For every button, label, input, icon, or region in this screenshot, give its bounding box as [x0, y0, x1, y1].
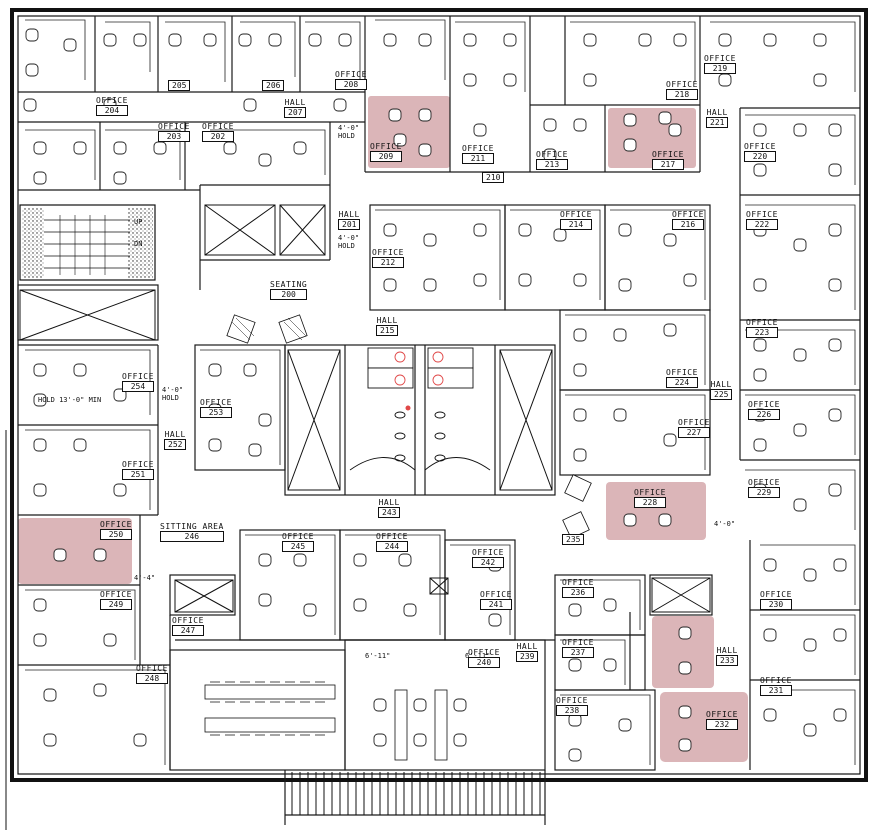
room-label-206: 206: [262, 80, 285, 91]
stair-bottom: [291, 772, 541, 815]
room-label-205: 205: [168, 80, 191, 91]
hold-note-b: 4'-0"HOLD: [338, 234, 360, 250]
conference-tables: [204, 681, 448, 761]
desk-outlines: [25, 19, 856, 765]
highlight-office-233: [652, 616, 714, 688]
room-label-210: 210: [482, 172, 505, 183]
highlight-overlays: [18, 96, 748, 762]
restroom-fixtures: [349, 347, 491, 471]
outer-walls: [5, 8, 868, 830]
elevator-shafts: [19, 204, 711, 613]
hold-note-d: 4'-0": [714, 520, 736, 528]
stair-dn-note: DN: [134, 240, 143, 248]
dim-note-2: 6'-11": [465, 652, 491, 660]
hold-note-e: 4'-4": [134, 574, 156, 582]
stair-up-note: UP: [134, 218, 143, 226]
hold-note-a: 4'-0"HOLD: [338, 124, 360, 140]
hold-note-min: HOLD 13'-0" MIN: [38, 396, 102, 404]
panel-clusters: [226, 314, 592, 539]
interior-walls: [17, 16, 860, 825]
hold-note-c: 4'-0"HOLD: [162, 386, 184, 402]
room-label-235: 235: [562, 534, 585, 545]
dim-note-1: 6'-11": [365, 652, 391, 660]
stair-left: [19, 204, 156, 281]
